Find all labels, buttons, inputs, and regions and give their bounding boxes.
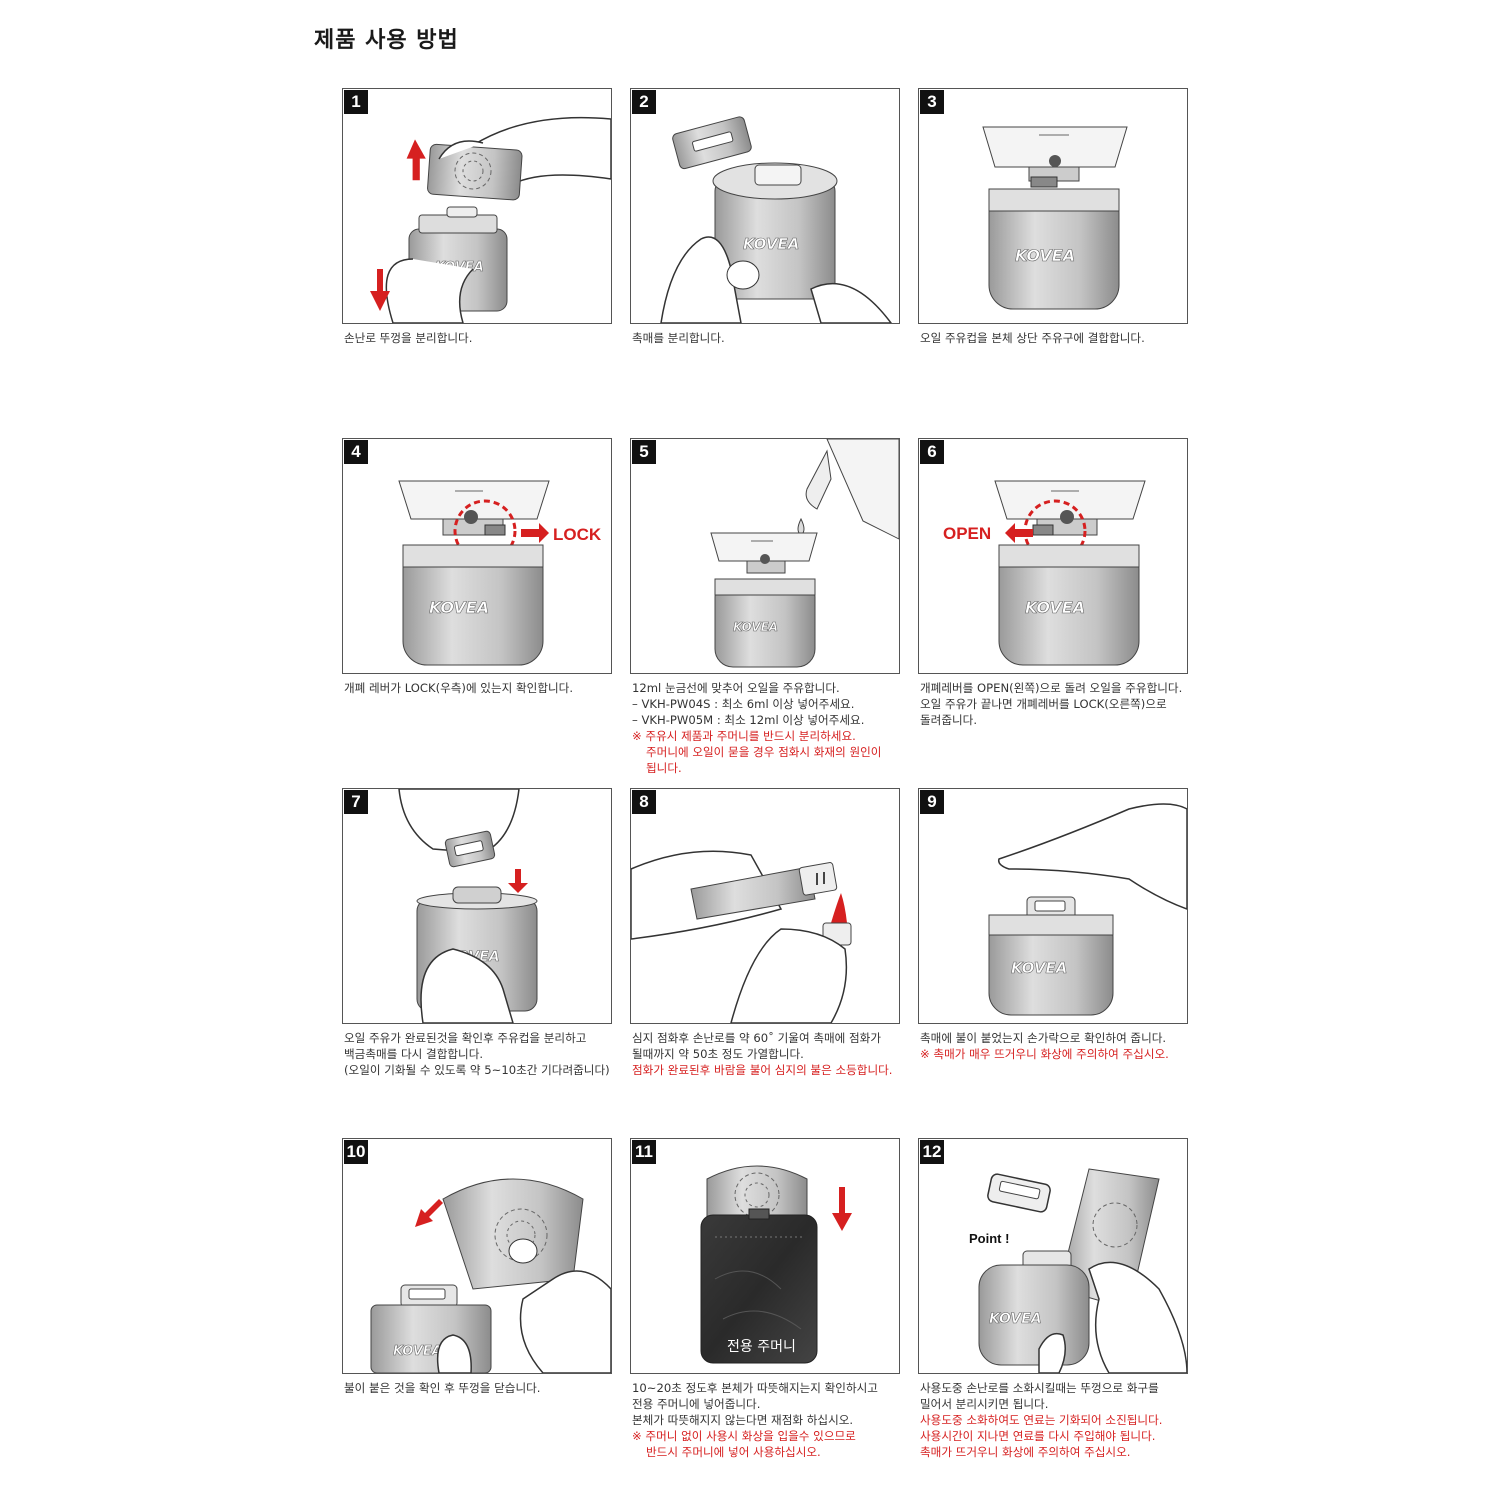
arrow-up-icon (406, 139, 426, 181)
brand-logo: KOVEA (1015, 246, 1075, 265)
step-panel: 1 KOVEA (342, 88, 612, 324)
step-number: 7 (344, 790, 368, 814)
step-5-illustration: KOVEA (710, 439, 899, 668)
step-caption: 손난로 뚜껑을 분리합니다. (344, 331, 473, 345)
step-2-illustration: KOVEA (660, 116, 892, 323)
step-9: 9 KOVEA 촉매에 불이 붙었는지 손가락으로 확인하여 줍니다. ※ 촉매… (918, 788, 1188, 1062)
step-6-illustration: KOVEA OPEN (943, 480, 1146, 666)
step-panel: 2 KOVEA (630, 88, 900, 324)
step-number: 1 (344, 90, 368, 114)
open-label: OPEN (943, 524, 991, 543)
step-10-illustration: KOVEA (370, 1178, 611, 1373)
brand-logo: KOVEA (733, 620, 778, 634)
step-panel: 8 (630, 788, 900, 1024)
step-number: 12 (920, 1140, 944, 1164)
step-caption: 오일 주유컵을 본체 상단 주유구에 결합합니다. (920, 331, 1145, 345)
step-panel: 6 KOVEA OPEN (918, 438, 1188, 674)
step-12: 12 Point ! KOVEA 사용도중 손난로를 소화시킬때는 뚜껑으로 화… (918, 1138, 1188, 1460)
step-number: 10 (344, 1140, 368, 1164)
step-panel: 3 KOVEA (918, 88, 1188, 324)
step-caption: 10~20초 정도후 본체가 따뜻해지는지 확인하시고 전용 주머니에 넣어줍니… (632, 1381, 878, 1459)
step-6: 6 KOVEA OPEN 개폐레버를 OPEN(왼쪽)으로 돌려 오일을 주유합… (918, 438, 1188, 728)
step-8-illustration (631, 850, 852, 1023)
lock-label: LOCK (553, 525, 602, 544)
step-number: 9 (920, 790, 944, 814)
step-5: 5 KOVEA 12ml 눈금선에 맞추어 오일을 주유합니다. – VKH-P… (630, 438, 900, 776)
step-11: 11 전용 주머니 10~20초 정도후 본체가 따뜻해지는지 확인하시고 전용… (630, 1138, 900, 1460)
brand-logo: KOVEA (989, 1311, 1042, 1327)
step-caption: 12ml 눈금선에 맞추어 오일을 주유합니다. – VKH-PW04S : 최… (632, 681, 882, 775)
arrow-down-icon (508, 869, 528, 893)
step-panel: 4 KOVEA LOCK (342, 438, 612, 674)
step-caption: 촉매에 불이 붙었는지 손가락으로 확인하여 줍니다. ※ 촉매가 매우 뜨거우… (920, 1031, 1169, 1061)
step-number: 6 (920, 440, 944, 464)
brand-logo: KOVEA (743, 235, 799, 253)
step-panel: 12 Point ! KOVEA (918, 1138, 1188, 1374)
step-3-illustration: KOVEA (982, 126, 1128, 310)
step-number: 11 (632, 1140, 656, 1164)
step-7-illustration: KOVEA (398, 789, 538, 1023)
step-10: 10 KOVEA 불이 붙은 것을 확인 후 뚜껑을 닫습니다. (342, 1138, 612, 1396)
step-caption: 불이 붙은 것을 확인 후 뚜껑을 닫습니다. (344, 1381, 541, 1395)
step-4: 4 KOVEA LOCK 개폐 레버가 LOCK(우측)에 있는지 확인합니다. (342, 438, 612, 696)
step-3: 3 KOVEA 오일 주유컵을 본체 상단 주유구에 결합합니다. (918, 88, 1188, 346)
pouch-label: 전용 주머니 (727, 1339, 796, 1355)
step-7: 7 KOVEA 오일 주유가 완료된것을 확인후 주유컵을 분리하고 백금촉매를… (342, 788, 612, 1078)
step-number: 5 (632, 440, 656, 464)
step-number: 2 (632, 90, 656, 114)
highlight-circle (453, 499, 517, 563)
page-title: 제품 사용 방법 (314, 28, 459, 53)
arrow-down-icon (370, 269, 390, 311)
step-2: 2 KOVEA 촉매를 분리합니다. (630, 88, 900, 346)
step-caption: 개폐레버를 OPEN(왼쪽)으로 돌려 오일을 주유합니다. 오일 주유가 끝나… (920, 681, 1183, 727)
point-label: Point ! (969, 1231, 1009, 1246)
brand-logo: KOVEA (1011, 959, 1067, 977)
brand-logo: KOVEA (429, 598, 489, 617)
step-4-illustration: KOVEA LOCK (398, 480, 602, 666)
step-caption: 사용도중 손난로를 소화시킬때는 뚜껑으로 화구를 밀어서 분리시키면 됩니다.… (920, 1381, 1163, 1459)
step-caption: 오일 주유가 완료된것을 확인후 주유컵을 분리하고 백금촉매를 다시 결합합니… (344, 1031, 610, 1077)
arrow-down-icon (832, 1187, 852, 1231)
step-panel: 11 전용 주머니 (630, 1138, 900, 1374)
step-11-illustration: 전용 주머니 (700, 1165, 852, 1364)
step-number: 8 (632, 790, 656, 814)
step-1: 1 KOVEA 손난로 뚜껑을 분리합니다. (342, 88, 612, 346)
step-12-illustration: Point ! KOVEA (969, 1168, 1187, 1373)
brand-logo: KOVEA (1025, 598, 1085, 617)
step-number: 4 (344, 440, 368, 464)
step-caption: 촉매를 분리합니다. (632, 331, 725, 345)
step-panel: 7 KOVEA (342, 788, 612, 1024)
arrow-left-icon (1005, 523, 1033, 543)
arrow-right-icon (521, 523, 549, 543)
step-number: 3 (920, 90, 944, 114)
step-panel: 9 KOVEA (918, 788, 1188, 1024)
step-panel: 10 KOVEA (342, 1138, 612, 1374)
step-9-illustration: KOVEA (988, 803, 1187, 1016)
step-1-illustration: KOVEA (370, 116, 611, 323)
step-panel: 5 KOVEA (630, 438, 900, 674)
step-caption: 개폐 레버가 LOCK(우측)에 있는지 확인합니다. (344, 681, 574, 695)
arrow-down-left-icon (415, 1199, 443, 1227)
brand-logo: KOVEA (393, 1344, 442, 1359)
step-caption: 심지 점화후 손난로를 약 60˚ 기울여 촉매에 점화가 될때까지 약 50초… (632, 1031, 893, 1077)
step-8: 8 심지 점화후 손난로를 약 60˚ 기울여 촉매에 점화가 될때까지 약 5… (630, 788, 900, 1078)
